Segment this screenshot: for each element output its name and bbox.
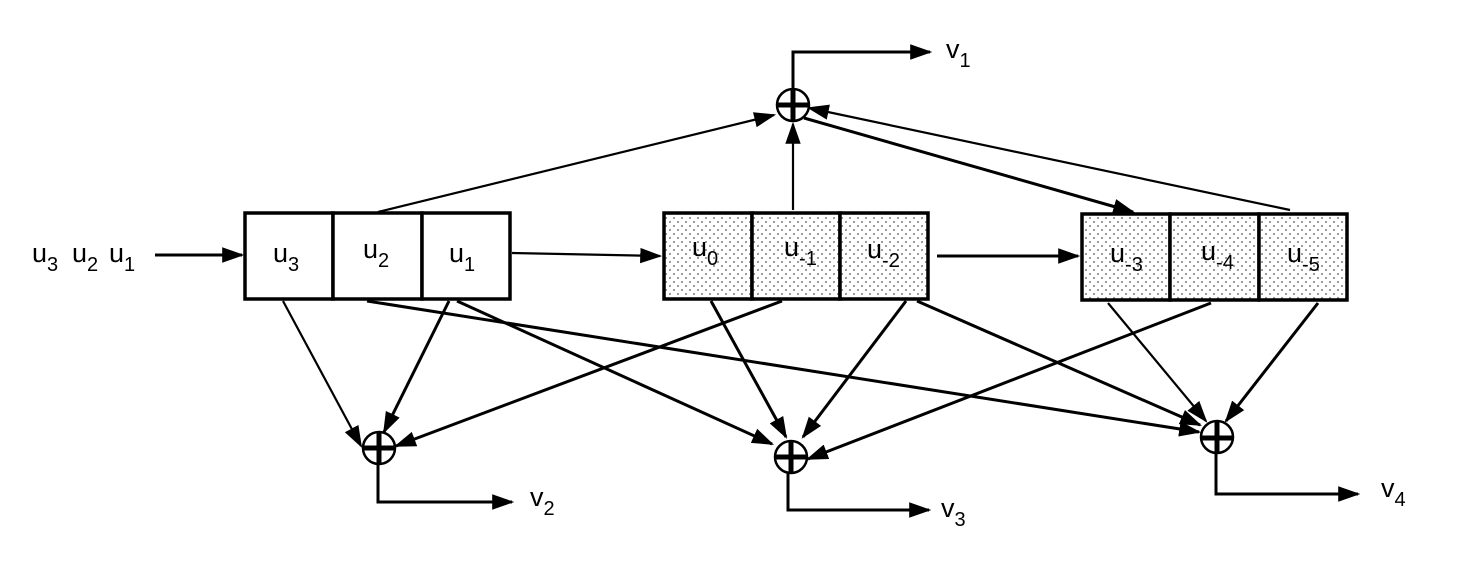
output-v2: v2 bbox=[376, 464, 555, 520]
cell-label-u-1: u-1 bbox=[784, 232, 817, 270]
cell-label-u3: u3 bbox=[273, 238, 299, 276]
link-v1-to-u-3 bbox=[803, 116, 1136, 214]
output-v1: v1 bbox=[791, 34, 971, 90]
register-block-3: u-3 u-4 u-5 bbox=[1080, 212, 1349, 302]
tap-u2-to-v4 bbox=[366, 299, 1202, 437]
tap-u0-to-v3 bbox=[709, 300, 788, 439]
connections-v3 bbox=[456, 299, 1212, 461]
output-arrow-v2 bbox=[376, 464, 515, 510]
tap-u-2-to-v4 bbox=[916, 299, 1203, 427]
output-label-v3: v3 bbox=[941, 493, 966, 531]
cell-label-u-3: u-3 bbox=[1110, 238, 1143, 276]
tap-u1-to-v2 bbox=[382, 300, 451, 434]
tap-u-1-to-v2 bbox=[393, 299, 783, 448]
register-block-2: u0 u-1 u-2 bbox=[662, 211, 930, 301]
output-label-v2: v2 bbox=[530, 482, 555, 520]
cell-label-u-4: u-4 bbox=[1201, 236, 1234, 274]
cell-label-u-5: u-5 bbox=[1287, 238, 1320, 276]
connections-v4 bbox=[366, 299, 1320, 437]
connections-v1 bbox=[377, 104, 1291, 214]
tap-u3-to-v2 bbox=[282, 300, 363, 448]
output-label-v1: v1 bbox=[946, 34, 971, 72]
register-cell-u-2 bbox=[838, 211, 930, 301]
output-label-v4: v4 bbox=[1381, 473, 1406, 511]
output-arrow-v3 bbox=[786, 473, 932, 518]
adder-v2 bbox=[361, 430, 397, 466]
adder-v3 bbox=[773, 439, 809, 475]
cell-label-u2: u2 bbox=[363, 234, 389, 272]
connections-v2 bbox=[282, 299, 783, 448]
input-u3: u3 bbox=[32, 238, 58, 276]
output-v4: v4 bbox=[1214, 454, 1406, 511]
input-u1: u1 bbox=[109, 238, 135, 276]
tap-u-5-to-v4 bbox=[1224, 302, 1320, 423]
output-arrow-v4 bbox=[1214, 454, 1361, 502]
register-cell-u-1 bbox=[750, 211, 842, 301]
tap-u-3-to-v4 bbox=[1107, 302, 1208, 423]
cell-label-u0: u0 bbox=[692, 232, 718, 270]
tap-u2-to-v1 bbox=[377, 112, 777, 214]
cell-label-u1: u1 bbox=[449, 238, 475, 276]
register-cell-u0 bbox=[662, 211, 754, 301]
tap-u-5-to-v1 bbox=[806, 104, 1291, 212]
register-cell-u1 bbox=[420, 211, 512, 301]
register-block-1: u3 u2 u1 bbox=[243, 211, 512, 301]
input-sequence-label: u3 u2 u1 bbox=[32, 238, 135, 276]
output-v3: v3 bbox=[786, 473, 966, 531]
adder-v4 bbox=[1199, 419, 1235, 455]
tap-u-2-to-v3 bbox=[801, 300, 908, 439]
tap-u-4-to-v3 bbox=[805, 301, 1212, 461]
register-cell-u-5 bbox=[1257, 212, 1349, 302]
register-cell-u-3 bbox=[1080, 212, 1172, 302]
input-u2: u2 bbox=[72, 238, 98, 276]
adder-v1 bbox=[775, 87, 811, 123]
register-cell-u2 bbox=[331, 211, 424, 301]
shift-arrow-1-2 bbox=[511, 247, 663, 264]
output-arrow-v1 bbox=[791, 44, 933, 90]
cell-label-u-2: u-2 bbox=[867, 234, 900, 272]
